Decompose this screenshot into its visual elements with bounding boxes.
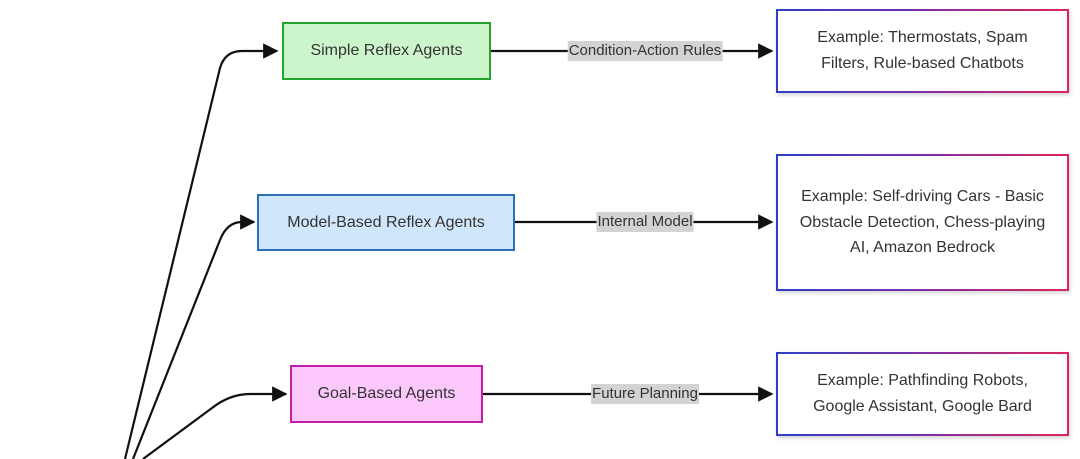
- model-based-example-node: Example: Self-driving Cars - Basic Obsta…: [776, 154, 1069, 291]
- simple-reflex-example-text: Example: Thermostats, Spam Filters, Rule…: [817, 29, 1028, 72]
- model-based-reflex-agents-label: Model-Based Reflex Agents: [287, 213, 485, 231]
- future-planning-label: Future Planning: [591, 384, 699, 404]
- simple-reflex-agents-label: Simple Reflex Agents: [310, 42, 463, 60]
- goal-based-example-text: Example: Pathfinding Robots, Google Assi…: [813, 372, 1032, 415]
- model-based-reflex-agents-node: Model-Based Reflex Agents: [257, 194, 515, 251]
- condition-action-rules-label: Condition-Action Rules: [567, 41, 723, 61]
- model-based-example-text: Example: Self-driving Cars - Basic Obsta…: [799, 188, 1046, 257]
- goal-based-example-node: Example: Pathfinding Robots, Google Assi…: [776, 352, 1069, 436]
- simple-reflex-example-node: Example: Thermostats, Spam Filters, Rule…: [776, 9, 1069, 93]
- simple-reflex-agents-node: Simple Reflex Agents: [282, 22, 491, 80]
- goal-based-agents-node: Goal-Based Agents: [290, 365, 483, 423]
- edge-root-to-goal-based: [142, 386, 288, 459]
- edge-root-to-model-based: [131, 214, 256, 459]
- edge-root-to-simple-reflex: [123, 43, 279, 459]
- internal-model-label: Internal Model: [596, 212, 694, 232]
- goal-based-agents-label: Goal-Based Agents: [317, 385, 456, 403]
